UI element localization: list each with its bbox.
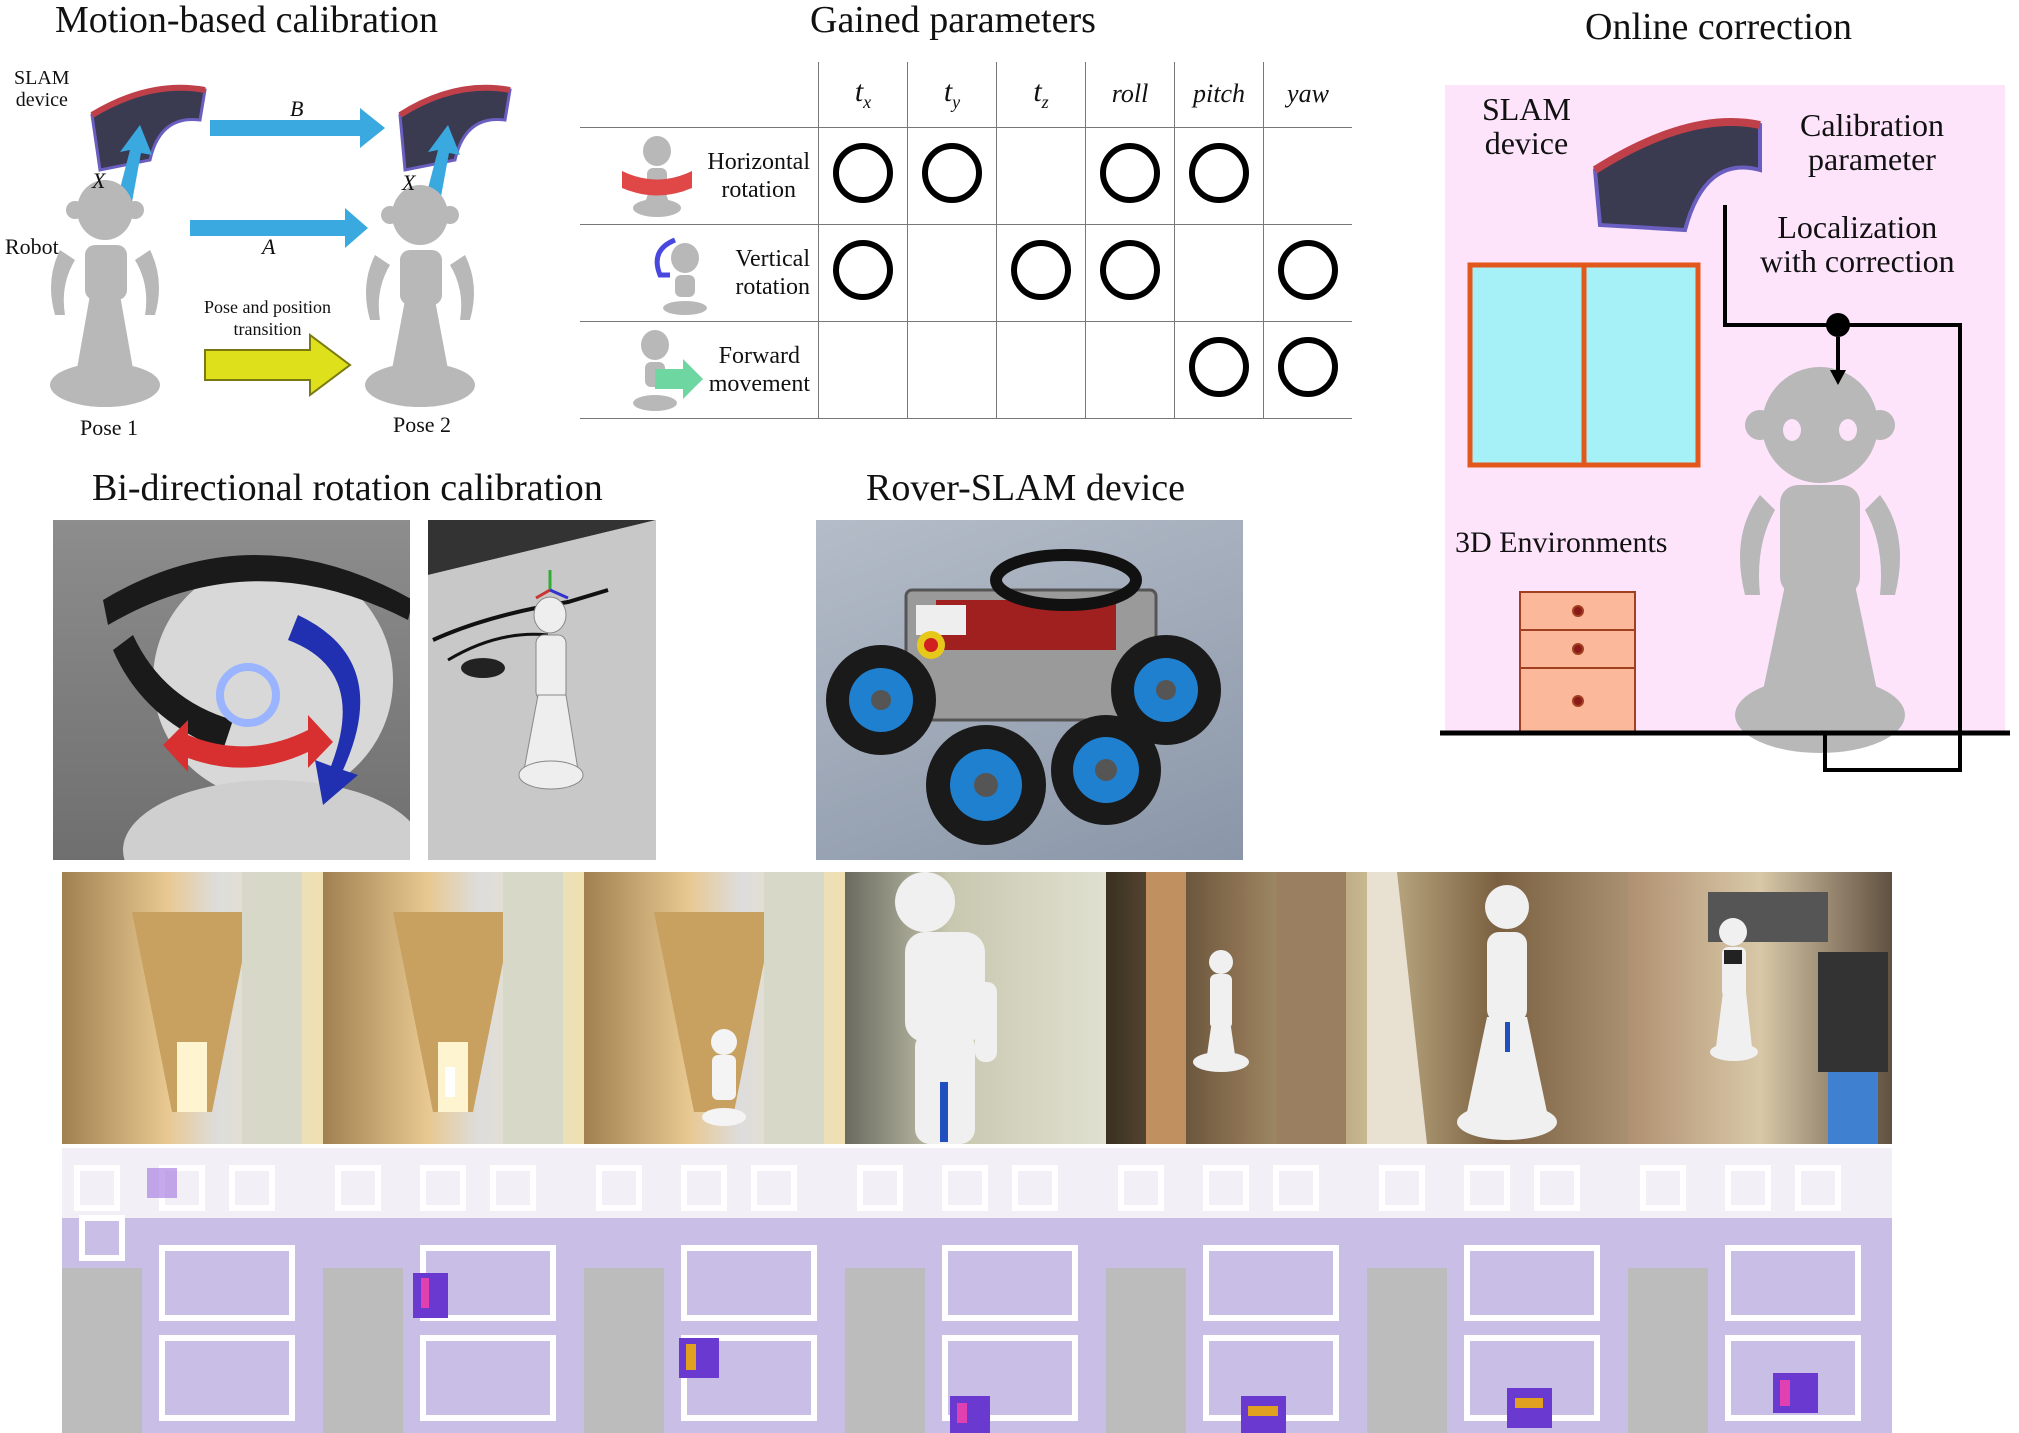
corridor-photo <box>323 872 584 1144</box>
slam-device-label-right: SLAM device <box>1482 91 1571 161</box>
rover-title: Rover-SLAM device <box>866 467 1185 509</box>
map-frame <box>584 1148 845 1433</box>
row-label-cell: Forward movement <box>580 320 819 419</box>
parameters-table: tx ty tz roll pitch yaw Horizontal rotat… <box>580 62 1352 419</box>
office-corridor-photo <box>1106 872 1367 1144</box>
mark-forward-pitch <box>1189 337 1249 397</box>
mark-horizontal-ty <box>922 143 982 203</box>
pose1-label: Pose 1 <box>80 415 139 440</box>
map-frame <box>323 1148 584 1433</box>
table-row: Forward movement <box>580 320 1352 419</box>
row-label-cell: Horizontal rotation <box>580 126 819 225</box>
table-row: Vertical rotation <box>580 223 1352 322</box>
robot-icon <box>1735 367 1905 753</box>
localization-label: Localization with correction <box>1760 209 1955 279</box>
table-corner <box>580 62 819 128</box>
online-correction-title: Online correction <box>1585 6 1852 48</box>
vertical-rotation-icon <box>655 237 708 315</box>
online-correction-diagram <box>1440 118 2010 772</box>
horizontal-rotation-icon <box>622 136 693 217</box>
motion-calibration-title: Motion-based calibration <box>55 0 439 41</box>
corridor-photo <box>584 872 845 1144</box>
headset-icon <box>1592 118 1762 233</box>
map-frame <box>1106 1148 1367 1433</box>
arrow-x-right-label: X <box>402 170 416 195</box>
map-frame <box>845 1148 1106 1433</box>
robot-left-icon <box>50 180 160 407</box>
mark-vertical-yaw <box>1278 240 1338 300</box>
arrow-a-label: A <box>262 234 276 259</box>
arrow-x-left-label: X <box>92 168 106 193</box>
arrow-x-right-icon <box>425 125 460 202</box>
robot-photo-strip <box>62 872 1892 1144</box>
robot-right-icon <box>365 185 475 407</box>
col-tz: tz <box>996 62 1086 128</box>
arrow-x-left-icon <box>117 125 152 202</box>
col-pitch: pitch <box>1174 62 1264 128</box>
col-yaw: yaw <box>1263 62 1352 128</box>
wheel-icon <box>826 635 1221 845</box>
mark-horizontal-roll <box>1100 143 1160 203</box>
robot-closeup-photo <box>845 872 1106 1144</box>
office-room-photo <box>1628 872 1892 1144</box>
row-label-cell: Vertical rotation <box>580 223 819 322</box>
transition-label: Pose and position transition <box>203 297 331 339</box>
col-roll: roll <box>1085 62 1175 128</box>
rover-photo <box>816 520 1243 860</box>
mark-horizontal-tx <box>833 143 893 203</box>
rviz-simulation-photo <box>428 520 656 860</box>
bidirectional-title: Bi-directional rotation calibration <box>92 467 603 509</box>
motion-calibration-diagram <box>50 84 512 407</box>
arrow-a-icon <box>190 208 368 248</box>
pose2-label: Pose 2 <box>393 412 452 437</box>
mark-horizontal-pitch <box>1189 143 1249 203</box>
headset-left-icon <box>90 84 207 172</box>
robot-room-photo <box>1367 872 1628 1144</box>
arrow-b-label: B <box>290 96 304 121</box>
drawer-cabinet-icon <box>1519 591 1636 733</box>
robot-label: Robot <box>5 234 59 259</box>
corridor-photo <box>62 872 323 1144</box>
col-tx: tx <box>818 62 908 128</box>
gained-parameters-title: Gained parameters <box>810 0 1096 41</box>
environments-label: 3D Environments <box>1455 526 1668 559</box>
window-icon <box>1467 262 1701 468</box>
map-frame <box>1628 1148 1892 1433</box>
arrow-b-icon <box>210 108 385 148</box>
robot-headset-photo <box>53 520 410 860</box>
transition-arrow-icon <box>204 333 352 397</box>
map-frame <box>62 1148 323 1433</box>
mark-vertical-roll <box>1100 240 1160 300</box>
mark-vertical-tz <box>1011 240 1071 300</box>
mark-forward-yaw <box>1278 337 1338 397</box>
forward-movement-icon <box>632 330 703 411</box>
mark-vertical-tx <box>833 240 893 300</box>
headset-right-icon <box>398 84 512 172</box>
map-strip <box>62 1148 1892 1433</box>
calibration-parameter-label: Calibration parameter <box>1800 107 1944 177</box>
table-row: Horizontal rotation <box>580 126 1352 225</box>
col-ty: ty <box>907 62 997 128</box>
slam-device-label: SLAM device <box>14 67 70 111</box>
map-frame <box>1367 1148 1628 1433</box>
